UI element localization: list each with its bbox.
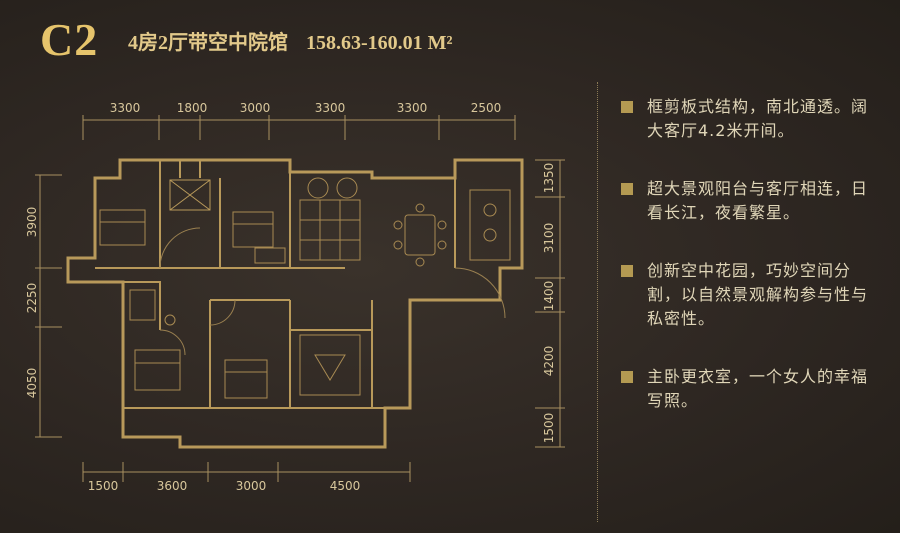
dim-right-5: 1500 (542, 413, 556, 444)
dim-right-1: 1350 (542, 163, 556, 194)
square-bullet-icon (621, 371, 633, 383)
desk (254, 247, 286, 264)
dim-bottom-2: 3600 (157, 479, 188, 493)
dim-left-3: 4050 (25, 368, 39, 399)
dim-top-4: 3300 (315, 101, 346, 115)
feature-text: 主卧更衣室，一个女人的幸福写照。 (647, 367, 869, 410)
sofa-area (299, 334, 361, 396)
garden-grid (299, 199, 361, 261)
feature-item: 创新空中花园，巧妙空间分割，以自然景观解构参与性与私密性。 (619, 259, 881, 331)
bed-2 (232, 211, 274, 248)
unit-description: 4房2厅带空中院馆 158.63-160.01 M² (128, 30, 453, 56)
bed-1 (99, 209, 146, 246)
dim-top-5: 3300 (397, 101, 428, 115)
kitchen-counter (469, 189, 511, 261)
dim-right-4: 4200 (542, 346, 556, 377)
dim-bottom-4: 4500 (330, 479, 361, 493)
feature-text: 框剪板式结构，南北通透。阔大客厅4.2米开间。 (647, 97, 869, 140)
dining-table (404, 214, 436, 256)
feature-item: 主卧更衣室，一个女人的幸福写照。 (619, 365, 881, 413)
dim-top-1: 3300 (110, 101, 141, 115)
square-bullet-icon (621, 183, 633, 195)
feature-item: 超大景观阳台与客厅相连，日看长江，夜看繁星。 (619, 177, 881, 225)
dimension-lines (35, 115, 565, 482)
section-divider (597, 82, 598, 522)
square-bullet-icon (621, 265, 633, 277)
dim-top-6: 2500 (471, 101, 502, 115)
feature-item: 框剪板式结构，南北通透。阔大客厅4.2米开间。 (619, 95, 881, 143)
plant-1 (307, 177, 329, 199)
layout-text: 4房2厅带空中院馆 (128, 32, 288, 54)
walls (66, 158, 524, 449)
unit-code: C2 (40, 14, 99, 65)
dim-top-2: 1800 (177, 101, 208, 115)
bathroom-fixture (129, 289, 156, 321)
furniture (99, 177, 511, 399)
dim-right-3: 1400 (542, 281, 556, 312)
dimension-labels: 3300 1800 3000 3300 3300 2500 1500 3600 … (25, 101, 556, 493)
feature-list: 框剪板式结构，南北通透。阔大客厅4.2米开间。 超大景观阳台与客厅相连，日看长江… (619, 95, 881, 447)
dim-left-1: 3900 (25, 207, 39, 238)
dim-top-3: 3000 (240, 101, 271, 115)
area-text: 158.63-160.01 M² (306, 32, 453, 54)
square-bullet-icon (621, 101, 633, 113)
dim-right-2: 3100 (542, 223, 556, 254)
plant-2 (336, 177, 358, 199)
bed-3 (134, 349, 181, 391)
feature-text: 创新空中花园，巧妙空间分割，以自然景观解构参与性与私密性。 (647, 261, 869, 328)
dim-bottom-1: 1500 (88, 479, 119, 493)
dim-left-2: 2250 (25, 283, 39, 314)
bed-4 (224, 359, 268, 399)
dim-bottom-3: 3000 (236, 479, 267, 493)
doors (159, 227, 506, 356)
coffee-table (314, 354, 346, 381)
feature-text: 超大景观阳台与客厅相连，日看长江，夜看繁星。 (647, 179, 869, 222)
